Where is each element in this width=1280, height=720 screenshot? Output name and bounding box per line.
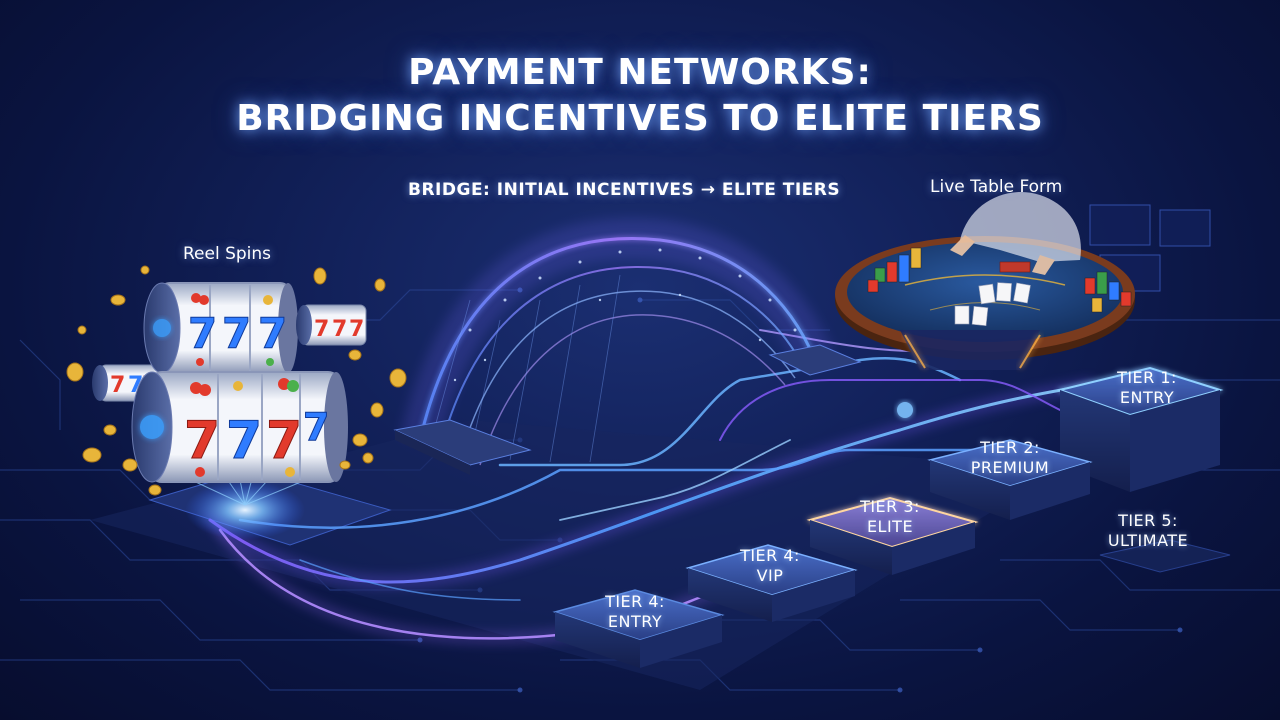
tier-2-line-1: TIER 2: xyxy=(980,438,1040,457)
svg-text:7: 7 xyxy=(222,309,251,358)
svg-text:7: 7 xyxy=(314,317,329,342)
svg-text:7: 7 xyxy=(266,411,302,471)
tier-4-entry-line-1: TIER 4: xyxy=(605,592,665,611)
svg-text:7: 7 xyxy=(226,411,262,471)
svg-text:7: 7 xyxy=(349,317,364,342)
incentive-bridge xyxy=(393,218,862,475)
live-table-label: Live Table Form xyxy=(930,177,1063,197)
svg-text:7: 7 xyxy=(184,411,220,471)
tier-1-line-1: TIER 1: xyxy=(1117,368,1177,387)
svg-text:7: 7 xyxy=(332,317,347,342)
tier-1-line-2: ENTRY xyxy=(1119,388,1175,407)
tier-5-line-2: ULTIMATE xyxy=(1107,531,1189,550)
bridge-label: BRIDGE: INITIAL INCENTIVES → ELITE TIERS xyxy=(408,180,841,200)
tier-4-vip-line-2: VIP xyxy=(756,566,784,585)
reel-top: 7 7 7 xyxy=(143,282,298,374)
tier-tiles xyxy=(552,366,1231,668)
small-reel-right: 7 7 7 xyxy=(296,304,367,346)
tier-3-label: TIER 3: ELITE xyxy=(835,497,945,537)
page-title: PAYMENT NETWORKS: BRIDGING INCENTIVES TO… xyxy=(0,50,1280,142)
slot-reels: 7 7 7 7 7 7 xyxy=(92,282,367,483)
tier-5-label: TIER 5: ULTIMATE xyxy=(1088,511,1208,551)
title-line-1: PAYMENT NETWORKS: xyxy=(408,52,872,93)
energy-burst xyxy=(185,480,305,540)
network-node xyxy=(897,402,913,418)
tier-4-vip-label: TIER 4: VIP xyxy=(715,546,825,586)
reel-main: 7 7 7 7 xyxy=(131,371,348,483)
title-line-2: BRIDGING INCENTIVES TO ELITE TIERS xyxy=(236,98,1044,139)
tier-4-vip-line-1: TIER 4: xyxy=(740,546,800,565)
tier-5-plate xyxy=(1099,539,1231,573)
svg-text:7: 7 xyxy=(188,309,217,358)
tier-5-line-1: TIER 5: xyxy=(1118,511,1178,530)
coins xyxy=(66,265,407,496)
tier-4-entry-line-2: ENTRY xyxy=(607,612,663,631)
tier-4-entry-block xyxy=(552,589,725,668)
tier-2-block xyxy=(927,439,1093,520)
svg-text:7: 7 xyxy=(303,405,329,449)
tier-3-block xyxy=(806,496,979,575)
tier-1-label: TIER 1: ENTRY xyxy=(1092,368,1202,408)
dealer xyxy=(950,192,1081,275)
reel-spins-label: Reel Spins xyxy=(183,244,272,264)
tier-4-entry-label: TIER 4: ENTRY xyxy=(580,592,690,632)
tier-3-line-1: TIER 3: xyxy=(860,497,920,516)
tier-4-vip-block xyxy=(685,544,858,622)
live-table xyxy=(835,192,1211,370)
tier-3-line-2: ELITE xyxy=(866,517,914,536)
svg-text:7: 7 xyxy=(258,309,287,358)
tier-2-line-2: PREMIUM xyxy=(970,458,1050,477)
tier-2-label: TIER 2: PREMIUM xyxy=(950,438,1070,478)
tier-1-block xyxy=(1056,366,1224,492)
svg-text:7: 7 xyxy=(110,373,125,398)
